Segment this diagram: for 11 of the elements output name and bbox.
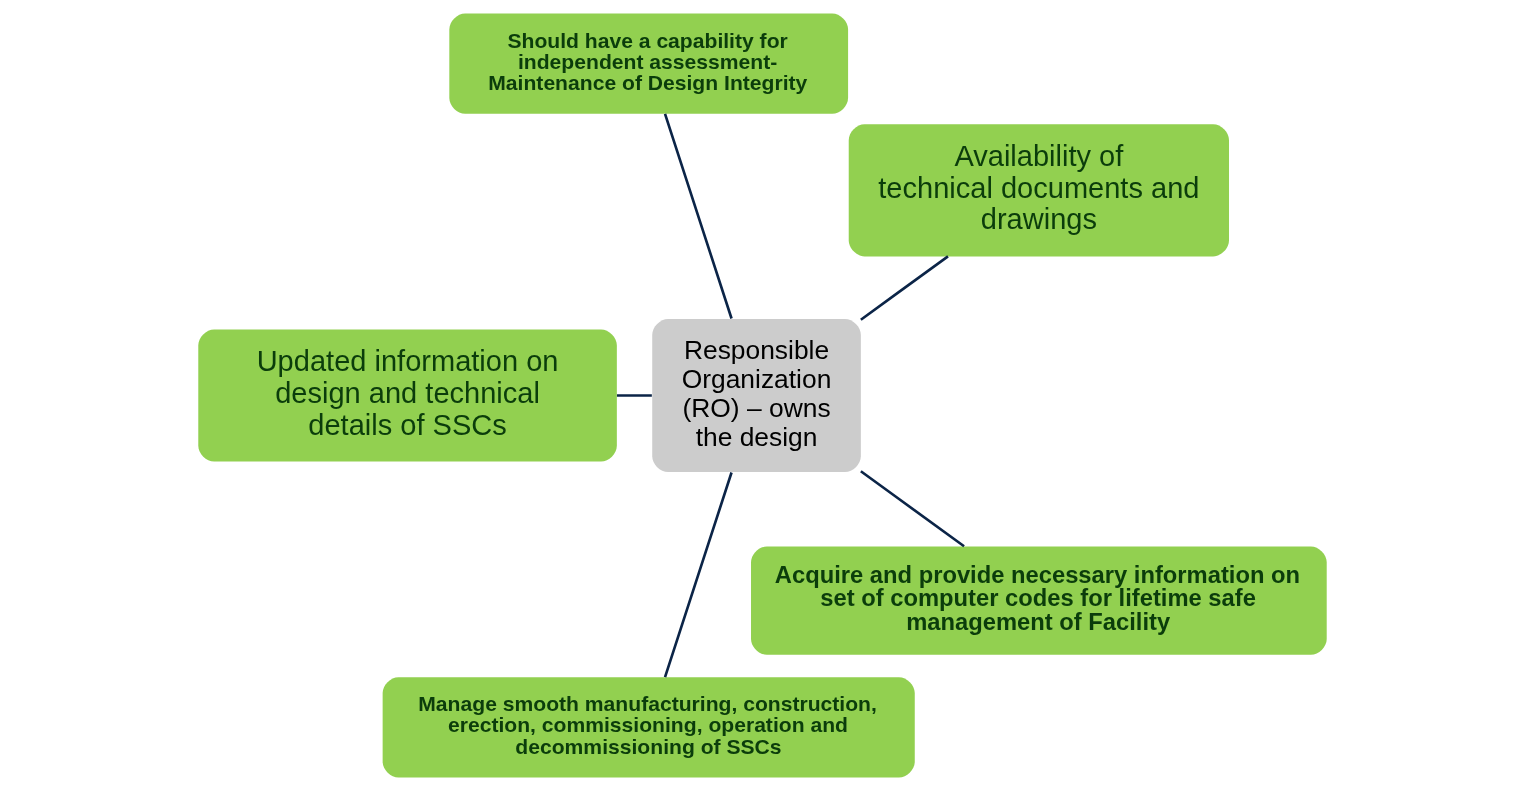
node-box: Should have a capability for independent assessment- Maintenance of Design Integrity bbox=[448, 13, 848, 114]
connector bbox=[859, 470, 965, 548]
node-box: Responsible Organization (RO) – owns the design bbox=[651, 318, 861, 473]
node-box: Manage smooth manufacturing, construction, erection, commissioning, operation and decommissioning of SSCs bbox=[382, 677, 915, 778]
connector bbox=[663, 472, 733, 678]
node-box: Availability of technical documents and drawings bbox=[848, 124, 1229, 257]
connector bbox=[616, 394, 652, 397]
node-box: Acquire and provide necessary information on set of computer codes for lifetime safe management of Facility bbox=[750, 546, 1327, 655]
connector bbox=[663, 113, 733, 319]
node-box: Updated information on design and technical details of SSCs bbox=[197, 329, 617, 462]
connector bbox=[859, 255, 949, 321]
